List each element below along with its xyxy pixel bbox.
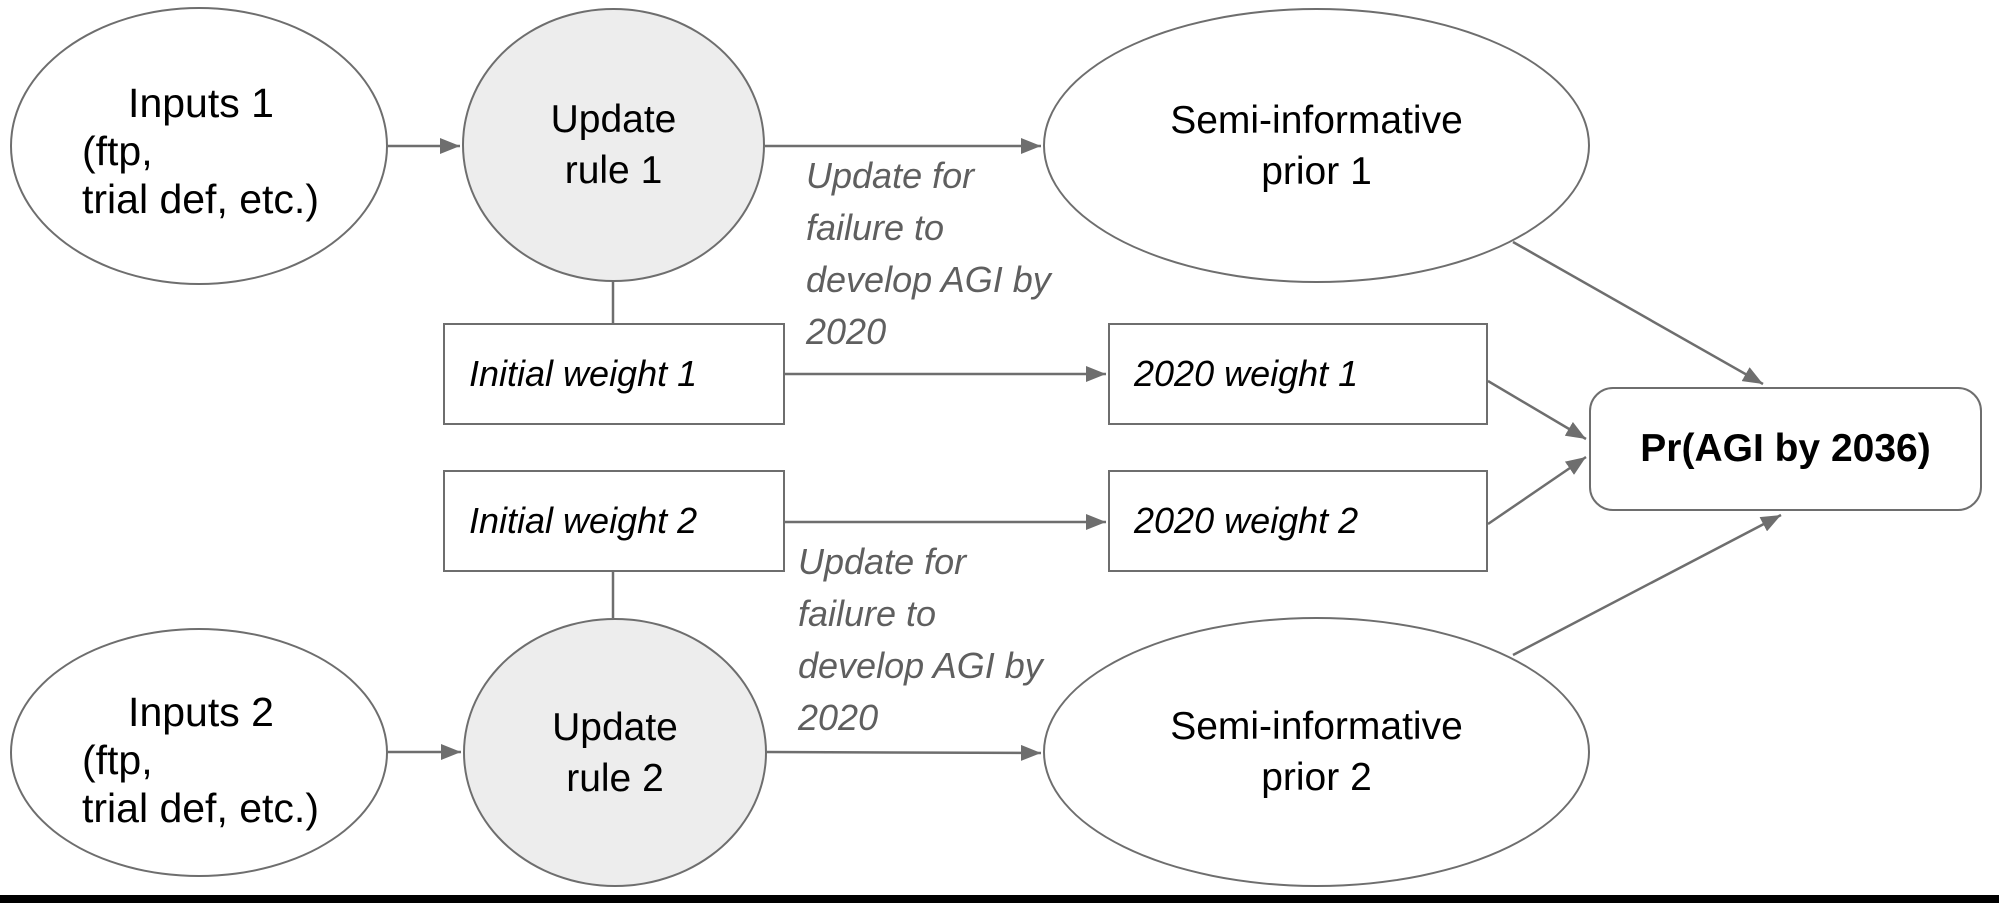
- update-rule-1-label: Update rule 1: [550, 98, 677, 192]
- node-prior-2: Semi-informative prior 2: [1043, 617, 1590, 887]
- bottom-divider-bar: [0, 895, 1999, 903]
- node-pr-agi-by-2036: Pr(AGI by 2036): [1589, 387, 1982, 511]
- inputs-1-title: Inputs 1: [128, 80, 274, 126]
- inputs-2-title: Inputs 2: [128, 689, 274, 735]
- edge-update-rule2-to-prior2: [766, 744, 1042, 761]
- initial-weight-2-label: Initial weight 2: [469, 500, 698, 541]
- inputs-1-subtitle: (ftp, trial def, etc.): [82, 128, 319, 222]
- inputs-2-subtitle: (ftp, trial def, etc.): [82, 737, 319, 831]
- edge-2020-weight1-to-pr-box: [1487, 379, 1587, 441]
- node-update-rule-2: Update rule 2: [463, 618, 767, 887]
- pr-agi-label: Pr(AGI by 2036): [1640, 427, 1931, 470]
- edge-prior2-to-pr-box: [1512, 513, 1782, 657]
- node-2020-weight-1: 2020 weight 1: [1108, 323, 1488, 425]
- 2020-weight-2-label: 2020 weight 2: [1134, 500, 1359, 541]
- node-inputs-2-label: Inputs 2 (ftp, trial def, etc.): [82, 688, 320, 832]
- 2020-weight-1-label: 2020 weight 1: [1134, 353, 1359, 394]
- node-2020-weight-2: 2020 weight 2: [1108, 470, 1488, 572]
- node-inputs-2: [10, 628, 388, 877]
- node-initial-weight-2: Initial weight 2: [443, 470, 785, 572]
- initial-weight-1-label: Initial weight 1: [469, 353, 698, 394]
- edge-prior1-to-pr-box: [1512, 240, 1764, 386]
- edge-2020-weight2-to-pr-box: [1487, 455, 1587, 526]
- update-rule-2-label: Update rule 2: [552, 705, 678, 800]
- prior-1-label: Semi-informative prior 1: [1170, 98, 1463, 193]
- node-prior-1: Semi-informative prior 1: [1043, 8, 1590, 283]
- node-update-rule-1: Update rule 1: [462, 8, 765, 282]
- prior-2-label: Semi-informative prior 2: [1170, 705, 1463, 799]
- node-inputs-1: [10, 7, 388, 285]
- node-initial-weight-1: Initial weight 1: [443, 323, 785, 425]
- annotation-update-note-2: Update for failure to develop AGI by 202…: [798, 541, 1043, 738]
- node-inputs-1-label: Inputs 1 (ftp, trial def, etc.): [82, 79, 320, 223]
- annotation-update-note-1: Update for failure to develop AGI by 202…: [806, 155, 1051, 352]
